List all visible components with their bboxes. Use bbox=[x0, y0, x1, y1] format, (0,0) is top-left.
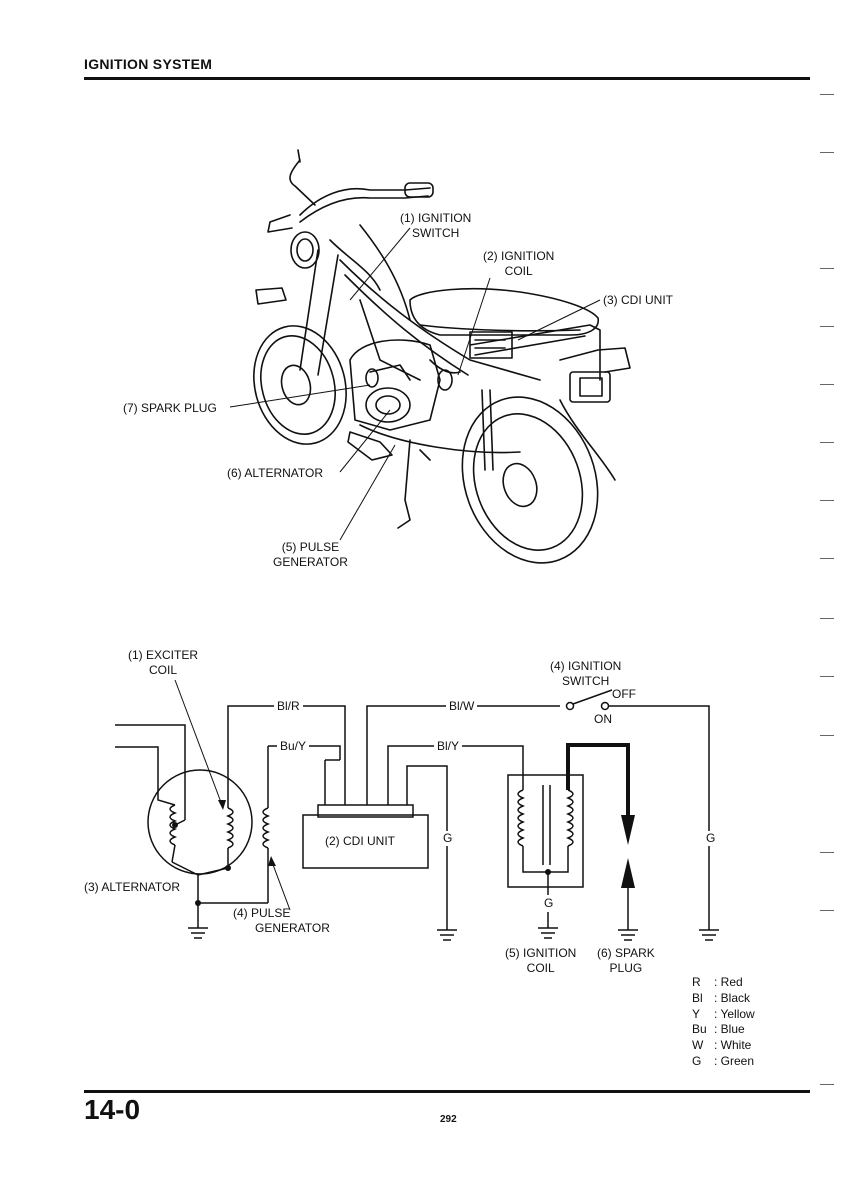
illus-label-ignition-coil: (2) IGNITION COIL bbox=[483, 249, 555, 278]
schem-label-alternator: (3) ALTERNATOR bbox=[84, 880, 183, 895]
color-legend: R: Red Bl: Black Y: Yellow Bu: Blue W: W… bbox=[692, 975, 755, 1070]
leader-ignition-switch bbox=[349, 227, 411, 301]
schem-label-exciter-coil: (1) EXCITER COIL bbox=[128, 648, 199, 677]
header-rule bbox=[84, 77, 810, 80]
legend-row: Bl: Black bbox=[692, 990, 751, 1005]
page-count: 292 bbox=[440, 1114, 457, 1125]
leader-cdi-unit bbox=[517, 299, 601, 341]
page-title: IGNITION SYSTEM bbox=[84, 56, 213, 72]
margin-tick bbox=[820, 268, 834, 269]
legend-row: Bu: Blue bbox=[692, 1022, 745, 1037]
leader-spark-plug bbox=[229, 384, 371, 408]
wire-label-bl-y: Bl/Y bbox=[434, 739, 463, 754]
front-wheel bbox=[253, 325, 347, 445]
schem-label-cdi-unit: (2) CDI UNIT bbox=[325, 834, 395, 848]
switch-on-label: ON bbox=[594, 712, 612, 726]
illus-label-ignition-switch: (1) IGNITION SWITCH bbox=[400, 211, 472, 240]
wire-label-g-switch: G bbox=[704, 831, 718, 846]
margin-tick bbox=[820, 1084, 834, 1085]
ignition-coil-box bbox=[507, 774, 584, 888]
margin-tick bbox=[820, 326, 834, 327]
margin-tick bbox=[820, 442, 834, 443]
wire-label-bu-y: Bu/Y bbox=[277, 739, 310, 754]
legend-row: G: Green bbox=[692, 1053, 755, 1068]
margin-tick bbox=[820, 676, 834, 677]
legend-row: R: Red bbox=[692, 975, 743, 989]
schem-label-ignition-coil: (5) IGNITION COIL bbox=[505, 946, 577, 975]
schem-label-spark-plug: (6) SPARK PLUG bbox=[597, 946, 655, 975]
legend-row: Y: Yellow bbox=[692, 1006, 755, 1021]
alternator-circle bbox=[147, 769, 253, 875]
switch-off-label: OFF bbox=[612, 687, 636, 701]
schem-label-pulse-generator: (4) PULSE GENERATOR bbox=[233, 906, 330, 935]
leader-alternator bbox=[339, 409, 391, 473]
cdi-unit-box bbox=[302, 814, 429, 869]
wire-label-g-coil: G bbox=[544, 896, 554, 910]
spark-plug-arrow-down bbox=[621, 815, 635, 845]
leader-pulse-generator bbox=[339, 444, 396, 541]
margin-tick bbox=[820, 384, 834, 385]
illus-label-alternator: (6) ALTERNATOR bbox=[227, 466, 324, 480]
wire-label-bl-w: Bl/W bbox=[446, 699, 478, 714]
margin-tick bbox=[820, 618, 834, 619]
margin-tick bbox=[820, 910, 834, 911]
rear-wheel bbox=[461, 396, 599, 564]
wire-label-g-cdi: G bbox=[441, 831, 455, 846]
margin-tick bbox=[820, 152, 834, 153]
margin-tick bbox=[820, 94, 834, 95]
illus-label-spark-plug: (7) SPARK PLUG bbox=[123, 401, 217, 415]
margin-tick bbox=[820, 558, 834, 559]
spark-plug-arrow-up bbox=[621, 858, 635, 888]
schem-label-ignition-switch: (4) IGNITION SWITCH bbox=[550, 659, 622, 688]
margin-tick bbox=[820, 852, 834, 853]
leader-ignition-coil bbox=[457, 277, 491, 376]
legend-row: W: White bbox=[692, 1038, 752, 1053]
footer-rule bbox=[84, 1090, 810, 1093]
margin-tick bbox=[820, 735, 834, 736]
wire-label-bl-r: Bl/R bbox=[274, 699, 303, 714]
page-number: 14-0 bbox=[84, 1094, 141, 1125]
illus-label-cdi-unit: (3) CDI UNIT bbox=[603, 293, 673, 307]
margin-tick bbox=[820, 500, 834, 501]
illus-label-pulse-generator: (5) PULSE GENERATOR bbox=[273, 540, 348, 569]
